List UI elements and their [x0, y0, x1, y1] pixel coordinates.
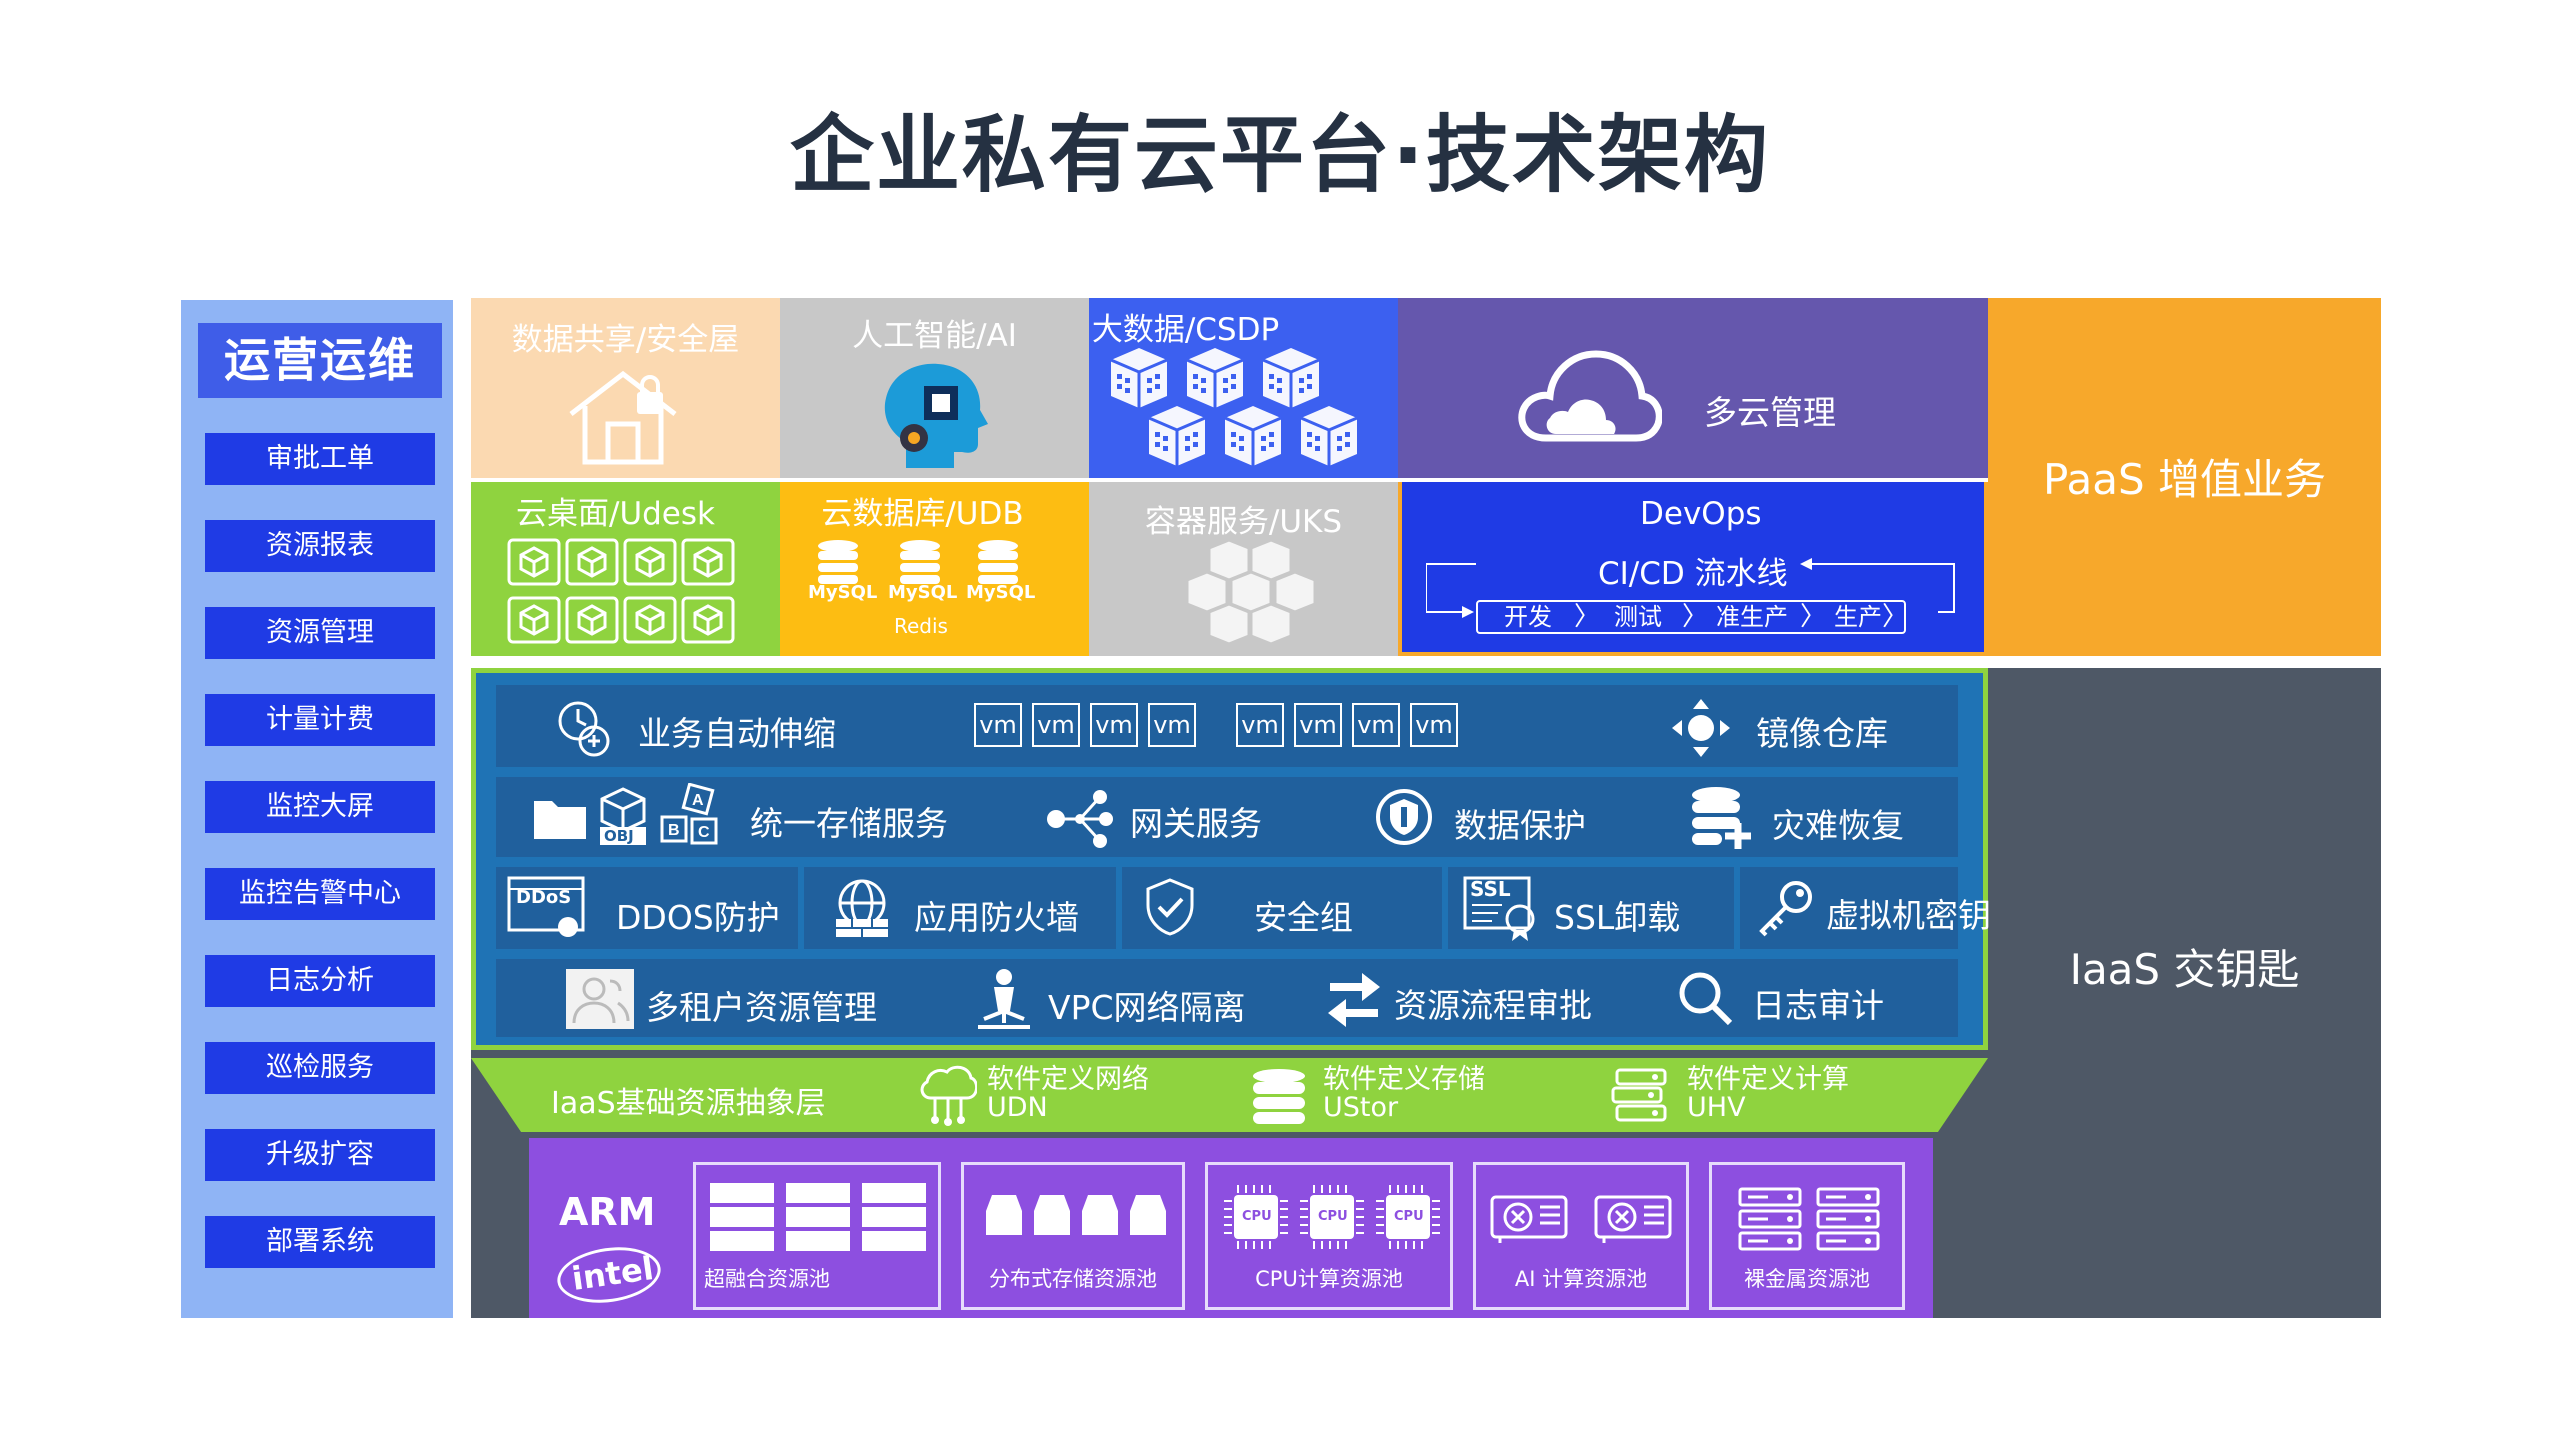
paas-side-label: PaaS 增值业务 [1988, 298, 2381, 656]
pool-cpu-compute[interactable]: CPU CPU CPU CPU计算资源池 [1205, 1162, 1453, 1310]
gpu-cards-icon [1490, 1195, 1672, 1245]
server-rack-icon [710, 1183, 926, 1251]
abstraction-layer: IaaS基础资源抽象层 软件定义网络 UDN 软件定义存储 UStor 软件定义… [471, 1058, 1988, 1132]
folder-icon [534, 801, 586, 839]
ops-item-report[interactable]: 资源报表 [205, 520, 435, 572]
ops-item-resource[interactable]: 资源管理 [205, 607, 435, 659]
network-cloud-icon [920, 1065, 977, 1126]
services-row-3: DDoS DDOS防护 应用防火墙 安全组 S [496, 867, 1991, 949]
ops-item-alerts[interactable]: 监控告警中心 [205, 868, 435, 920]
ai-head-icon [884, 363, 988, 468]
page-title: 企业私有云平台·技术架构 [790, 106, 1770, 204]
pool-distributed-storage[interactable]: 分布式存储资源池 [961, 1162, 1185, 1310]
network-isolation-icon [978, 969, 1030, 1029]
ops-item-upgrade[interactable]: 升级扩容 [205, 1129, 435, 1181]
multi-tenant-icon [566, 969, 634, 1029]
swap-arrows-icon [1328, 973, 1380, 1027]
stage-dev: 开发 [1504, 603, 1552, 631]
pool-bare-metal[interactable]: 裸金属资源池 [1709, 1162, 1905, 1310]
vm-box: vm [1032, 703, 1080, 747]
service-vmkey[interactable]: 虚拟机密钥 [1740, 867, 1991, 949]
intel-logo: intel [553, 1241, 665, 1309]
cpu-chips-icon [1224, 1185, 1440, 1249]
ops-header: 运营运维 [198, 323, 442, 398]
svg-text:A: A [692, 792, 704, 809]
firewall-globe-icon [836, 879, 888, 937]
vm-box: vm [1090, 703, 1138, 747]
cloud-icon [1518, 350, 1662, 442]
tile-ai[interactable]: 人工智能/AI [780, 298, 1089, 478]
tile-devops[interactable]: DevOps CI/CD 流水线 开发 〉 测试 〉 准生产 〉 生产 〉 [1398, 482, 1988, 656]
bare-metal-server-icon [1738, 1187, 1880, 1251]
pipeline-loop-icon [1426, 558, 1955, 618]
tile-udesk[interactable]: 云桌面/Udesk [471, 482, 780, 656]
ddos-icon [507, 876, 585, 937]
ops-item-deploy[interactable]: 部署系统 [205, 1216, 435, 1268]
vm-box: vm [1236, 703, 1284, 747]
tile-multicloud[interactable]: 多云管理 [1398, 298, 1988, 478]
tile-uks[interactable]: 容器服务/UKS [1089, 482, 1398, 656]
storage-stack-icon [1253, 1069, 1305, 1124]
disk-array-icon [986, 1195, 1166, 1235]
iaas-side-label: IaaS 交钥匙 [1988, 668, 2381, 1318]
ops-item-inspection[interactable]: 巡检服务 [205, 1042, 435, 1094]
tile-bigdata[interactable]: 大数据/CSDP [1089, 298, 1398, 478]
arm-logo: ARM [559, 1190, 656, 1234]
ops-item-approval[interactable]: 审批工单 [205, 433, 435, 485]
pipeline-stages: 开发 〉 测试 〉 准生产 〉 生产 〉 [1476, 600, 1908, 634]
disaster-recovery-icon [1692, 787, 1751, 849]
gateway-icon [1047, 790, 1113, 848]
hardware-layer: ARM intel 超融合资源池 分布式存储资源池 CPU CPU CPU CP… [529, 1138, 1933, 1318]
container-cubes-icon [1185, 540, 1317, 646]
compute-server-icon [1611, 1068, 1667, 1122]
svg-text:B: B [668, 822, 680, 839]
search-icon [1679, 972, 1733, 1026]
key-icon [1759, 881, 1812, 937]
pool-ai-compute[interactable]: AI 计算资源池 [1473, 1162, 1689, 1310]
auto-scale-icon [558, 701, 610, 757]
ops-item-logs[interactable]: 日志分析 [205, 955, 435, 1007]
data-blocks-icon [1111, 348, 1359, 468]
tile-udb[interactable]: 云数据库/UDB MySQL MySQL MySQL Redis [780, 482, 1089, 656]
pool-hyperconverged[interactable]: 超融合资源池 [693, 1162, 941, 1310]
service-waf[interactable]: 应用防火墙 [804, 867, 1116, 949]
iaas-services: 业务自动伸缩 vm vm vm vm vm vm vm vm 镜像仓库 OBJ … [471, 668, 1991, 1050]
stage-prod: 生产 [1834, 603, 1882, 631]
vm-box: vm [1148, 703, 1196, 747]
vm-box: vm [1294, 703, 1342, 747]
secure-house-icon [569, 370, 677, 465]
database-icons [818, 540, 1018, 584]
stage-preprod: 准生产 [1716, 603, 1788, 631]
vm-box: vm [974, 703, 1022, 747]
stage-test: 测试 [1614, 603, 1662, 631]
tile-data-share[interactable]: 数据共享/安全屋 [471, 298, 780, 478]
object-storage-icon [600, 787, 646, 845]
service-ddos[interactable]: DDoS DDOS防护 [496, 867, 798, 949]
vm-box: vm [1352, 703, 1400, 747]
security-shield-icon [1146, 878, 1194, 936]
services-row-4: 多租户资源管理 VPC网络隔离 资源流程审批 日志审计 [496, 959, 1958, 1037]
services-row-1: 业务自动伸缩 vm vm vm vm vm vm vm vm 镜像仓库 [496, 685, 1958, 767]
ssl-certificate-icon [1463, 876, 1535, 941]
svg-text:C: C [698, 824, 710, 841]
service-secgroup[interactable]: 安全组 [1122, 867, 1442, 949]
ops-item-billing[interactable]: 计量计费 [205, 694, 435, 746]
shield-icon [1376, 789, 1432, 845]
service-ssl[interactable]: SSL SSL卸载 [1448, 867, 1734, 949]
desktop-grid-icon [507, 538, 735, 644]
ops-item-dashboard[interactable]: 监控大屏 [205, 781, 435, 833]
image-repo-icon [1672, 699, 1730, 757]
abc-blocks-icon: AB C [660, 783, 718, 845]
vm-box: vm [1410, 703, 1458, 747]
